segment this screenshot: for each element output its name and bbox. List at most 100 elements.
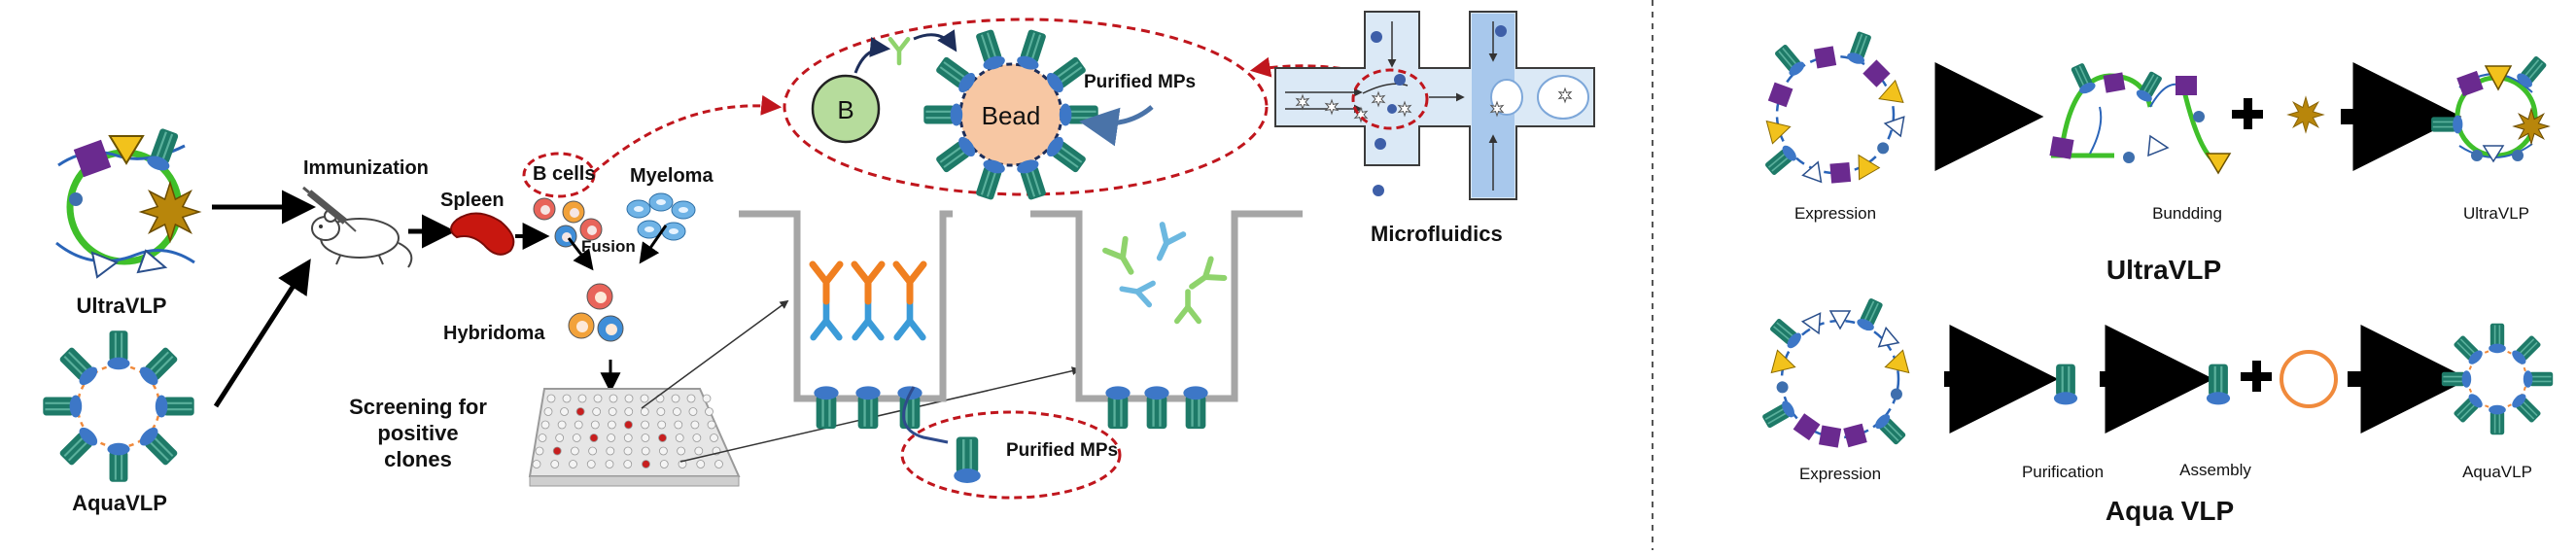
purple-marker bbox=[1793, 413, 1821, 441]
plate-well bbox=[606, 446, 615, 456]
spleen-icon bbox=[450, 212, 515, 256]
channel-protein bbox=[2053, 364, 2078, 405]
label-b-cell: B bbox=[837, 95, 854, 124]
channel-protein bbox=[1144, 386, 1169, 430]
label-ultra-budding: Bundding bbox=[2152, 204, 2222, 223]
label-ultra-expression: Expression bbox=[1793, 204, 1877, 223]
channel-protein bbox=[2431, 115, 2463, 134]
plate-well bbox=[557, 420, 567, 430]
syringe-icon bbox=[302, 186, 357, 232]
plate-well bbox=[692, 434, 702, 442]
channel-protein bbox=[1847, 31, 1871, 64]
label-screening: Screening for positive clones bbox=[349, 395, 487, 471]
hybridoma-nucleus bbox=[606, 324, 617, 335]
label-purified-mps-top: Purified MPs bbox=[1084, 72, 1197, 92]
channel-protein bbox=[107, 442, 130, 482]
plate-well bbox=[623, 446, 633, 456]
purple-marker bbox=[1843, 423, 1867, 448]
myeloma-nucleus bbox=[644, 226, 654, 232]
plate-well bbox=[543, 407, 553, 416]
channel-protein bbox=[59, 427, 98, 466]
channel-protein bbox=[1017, 29, 1046, 70]
mouse-icon bbox=[311, 209, 413, 268]
plate-well bbox=[641, 446, 650, 456]
plate-well bbox=[714, 460, 723, 468]
arrow-myeloma-to-fusion bbox=[639, 225, 668, 264]
plate-well bbox=[624, 394, 634, 403]
plate-well bbox=[574, 420, 583, 430]
label-hybridoma: Hybridoma bbox=[443, 323, 545, 344]
plate-well bbox=[608, 420, 616, 430]
plate-well bbox=[690, 420, 700, 430]
plate-well bbox=[705, 407, 714, 416]
channel-protein bbox=[2489, 404, 2506, 435]
plate-well bbox=[607, 434, 615, 442]
label-ultra-final: UltraVLP bbox=[2462, 204, 2530, 223]
plate-well bbox=[671, 394, 680, 403]
plate-well bbox=[623, 460, 633, 468]
plate-well bbox=[659, 446, 668, 456]
plus-icon-2 bbox=[2241, 361, 2272, 392]
plate-well bbox=[562, 394, 572, 403]
label-b-cells: B cells bbox=[533, 163, 596, 185]
well-plate-icon bbox=[528, 388, 741, 487]
antibody bbox=[888, 37, 911, 66]
yellow-marker bbox=[1765, 120, 1792, 145]
label-purified-mps-bottom: Purified MPs bbox=[1006, 440, 1119, 461]
plate-well bbox=[696, 460, 706, 468]
white-marker bbox=[1883, 116, 1905, 138]
label-myeloma: Myeloma bbox=[630, 165, 714, 187]
label-aquavlp: AquaVLP bbox=[72, 491, 167, 515]
channel-protein bbox=[976, 29, 1005, 70]
plate-well bbox=[609, 394, 618, 403]
channel-protein bbox=[954, 436, 981, 483]
channel-protein bbox=[155, 395, 194, 418]
positive-well bbox=[589, 434, 599, 442]
channel-protein bbox=[107, 330, 130, 370]
channel-protein bbox=[2489, 323, 2506, 354]
plate-well bbox=[588, 446, 597, 456]
purified-mp-protein-bottom bbox=[954, 436, 981, 483]
hybridoma-nucleus bbox=[576, 321, 588, 332]
channel-protein bbox=[2136, 71, 2162, 102]
channel-protein bbox=[2071, 63, 2096, 94]
plate-well bbox=[640, 407, 649, 416]
channel-protein bbox=[1046, 56, 1086, 93]
plate-well bbox=[592, 407, 602, 416]
chip-particle bbox=[1557, 87, 1573, 104]
channel-protein bbox=[936, 136, 976, 173]
orange-ring-icon bbox=[2280, 350, 2338, 408]
white-marker bbox=[1801, 160, 1823, 184]
chip-particle bbox=[1489, 100, 1505, 118]
channel-protein bbox=[1765, 145, 1796, 175]
capture-antibody bbox=[852, 298, 885, 341]
mp-tether bbox=[902, 386, 949, 444]
purified-mps-bottom-highlight bbox=[900, 410, 1122, 500]
chip-particle bbox=[1397, 100, 1412, 118]
plate-well bbox=[641, 434, 650, 442]
free-antibody bbox=[1189, 256, 1228, 290]
channel-protein bbox=[976, 159, 1005, 200]
arrow-antibody-to-bead bbox=[913, 29, 957, 52]
chip-particle bbox=[1324, 98, 1340, 116]
channel-protein bbox=[1105, 386, 1131, 430]
free-antibody bbox=[1119, 280, 1156, 308]
label-bead: Bead bbox=[981, 101, 1041, 130]
plate-well bbox=[694, 446, 704, 456]
myeloma-nucleus bbox=[656, 199, 666, 205]
plate-well bbox=[677, 446, 685, 456]
channel-protein bbox=[139, 427, 178, 466]
detection-antibody bbox=[851, 260, 886, 305]
channel-protein bbox=[147, 128, 179, 171]
plate-well bbox=[656, 407, 666, 416]
plate-well bbox=[673, 407, 681, 416]
channel-protein bbox=[1775, 45, 1805, 76]
label-aqua-assembly: Assembly bbox=[2179, 461, 2251, 479]
channel-protein bbox=[814, 386, 839, 430]
arrow-bcell-to-antibody bbox=[853, 37, 891, 74]
positive-well bbox=[624, 420, 633, 430]
white-marker bbox=[1877, 326, 1900, 348]
plate-well bbox=[550, 460, 560, 468]
